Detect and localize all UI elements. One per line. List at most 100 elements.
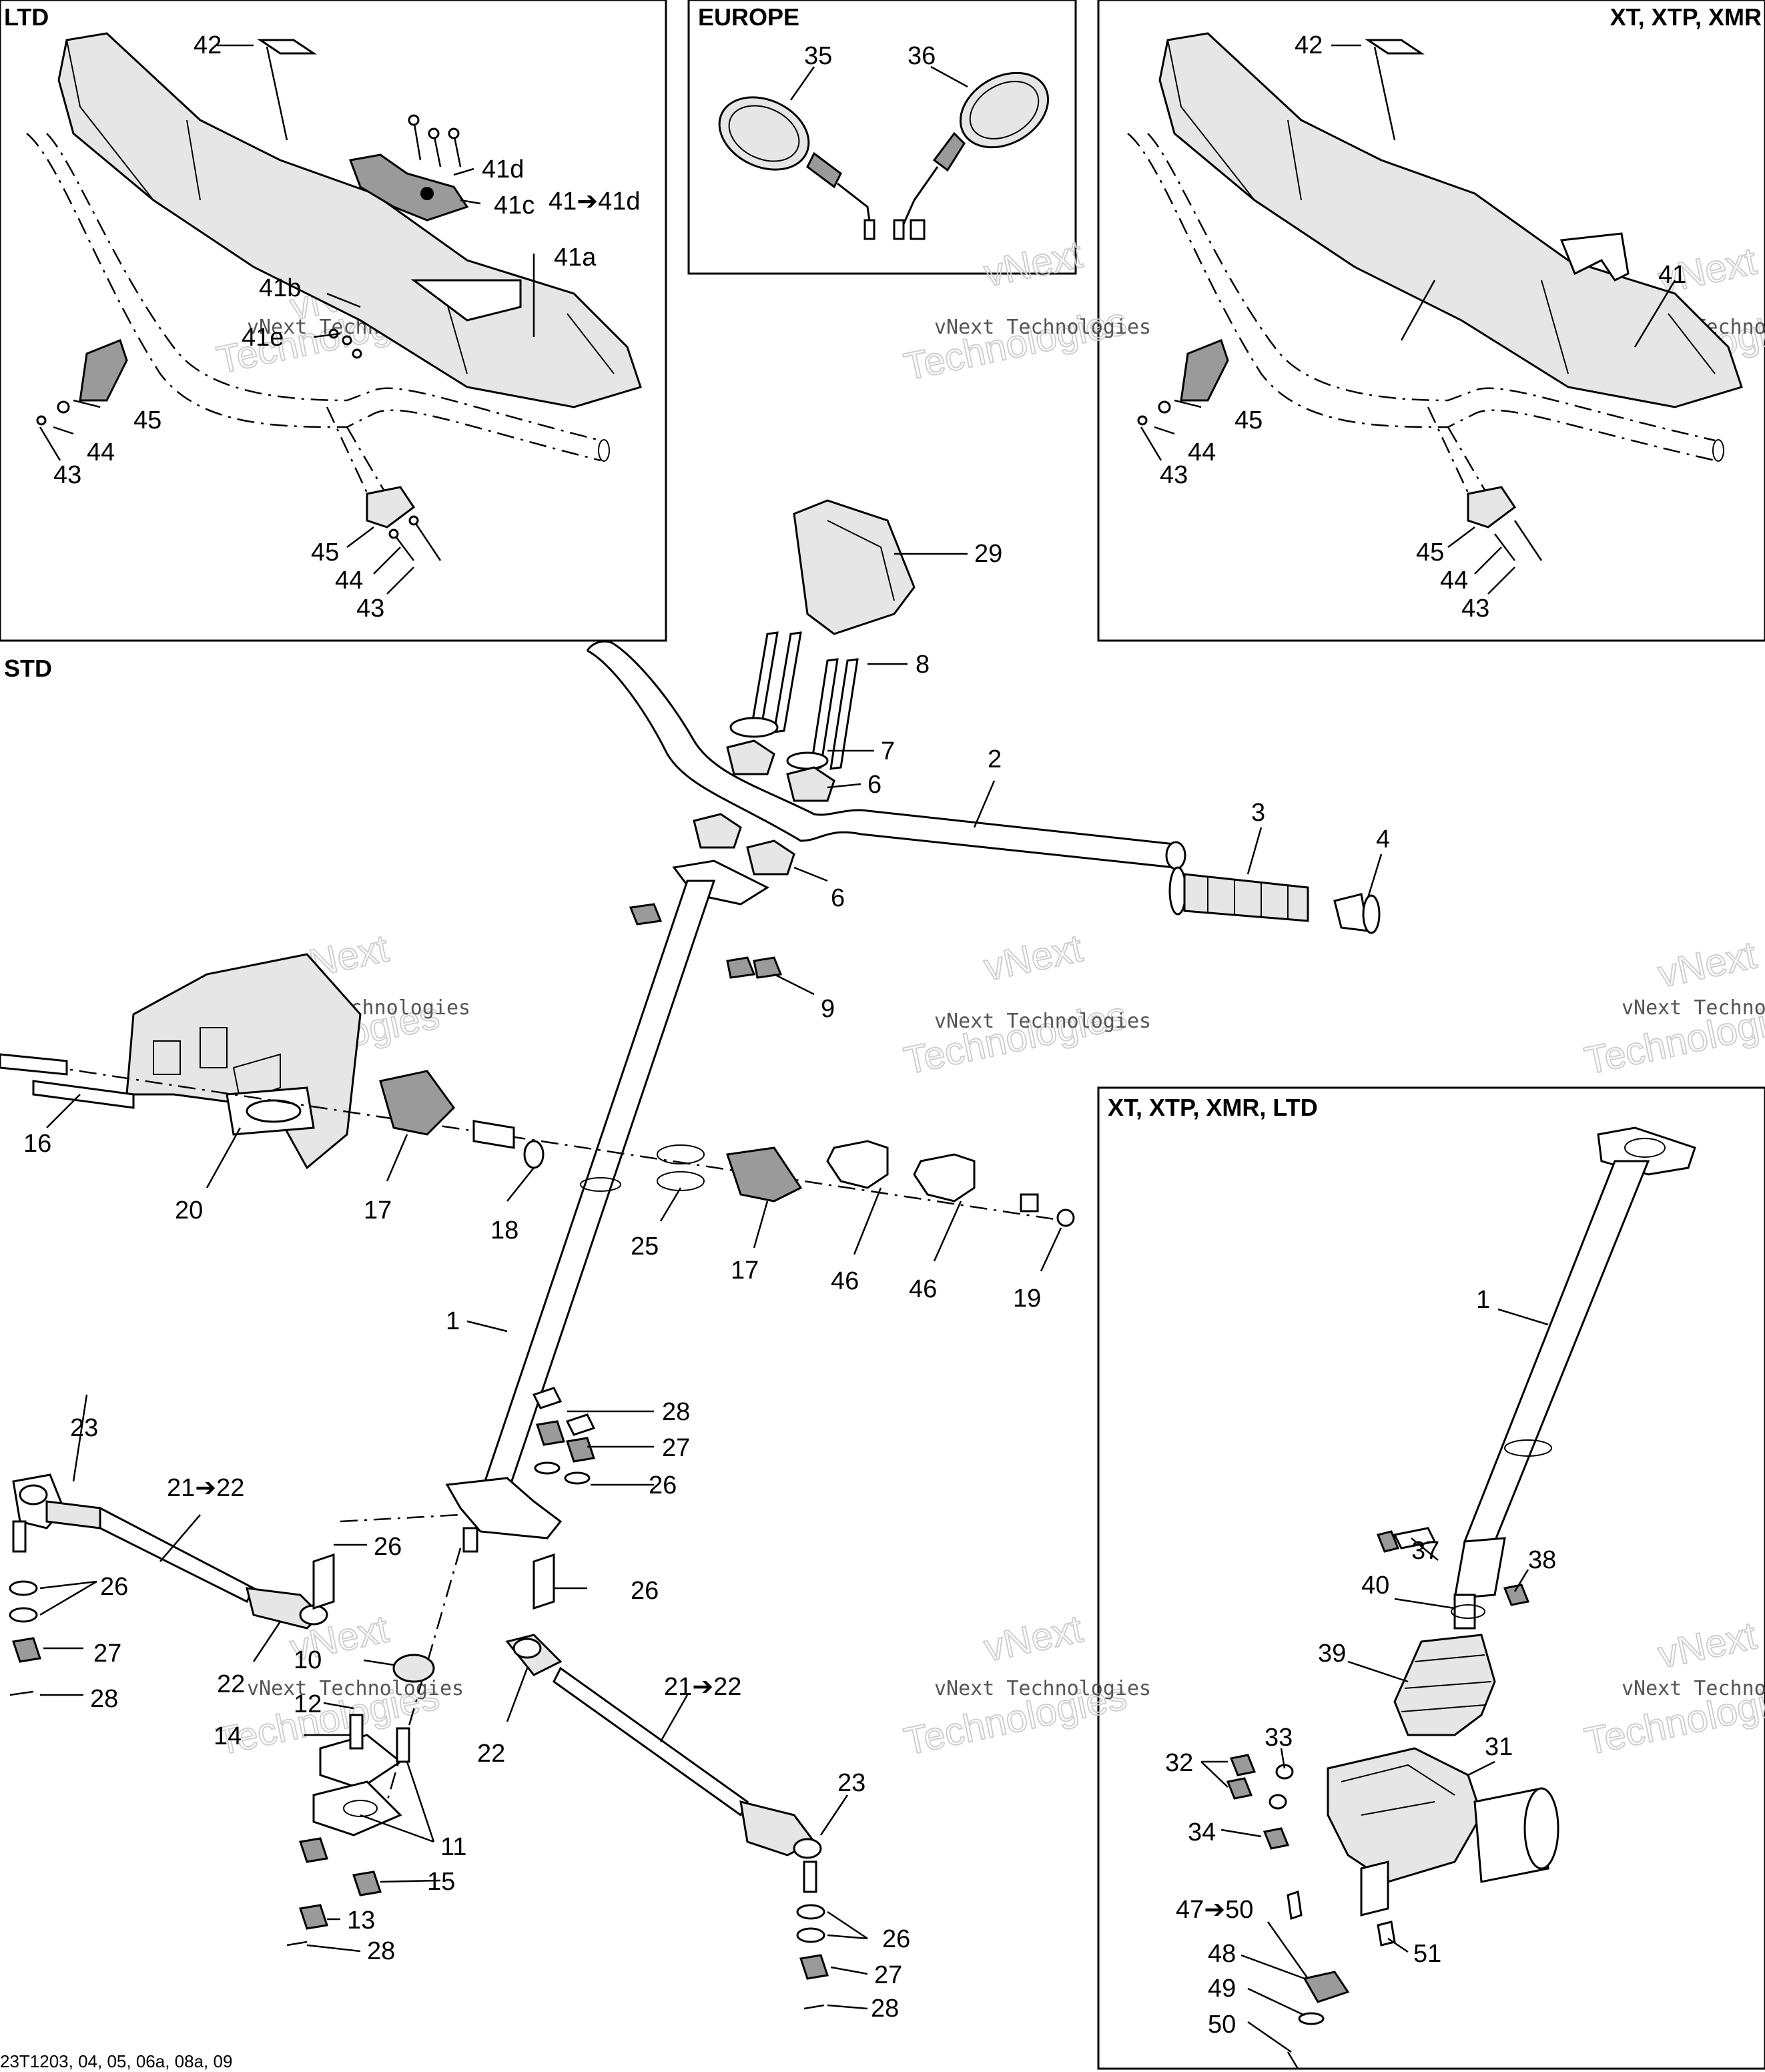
watermark-big: vNext <box>980 1607 1086 1670</box>
callout-7: 7 <box>881 737 895 765</box>
callout-10: 10 <box>294 1646 322 1674</box>
watermark-big: vNext <box>1654 1614 1760 1676</box>
callout-43-xt-upper: 43 <box>1160 461 1188 489</box>
callout-42-xt: 42 <box>1295 31 1323 59</box>
callout-14: 14 <box>214 1722 242 1750</box>
callout-19: 19 <box>1013 1285 1041 1313</box>
watermark-text: vNext Technologies <box>247 1677 464 1700</box>
callout-20: 20 <box>175 1196 203 1225</box>
callout-50: 50 <box>1208 2011 1236 2039</box>
watermark-big: vNext <box>980 232 1086 295</box>
callout-41c: 41c <box>494 192 535 220</box>
callout-28-left: 28 <box>90 1685 118 1713</box>
callout-46-left: 46 <box>831 1267 859 1295</box>
callout-44-ltd-lower: 44 <box>335 567 363 595</box>
callout-46-right: 46 <box>909 1275 937 1303</box>
callout-18: 18 <box>490 1217 518 1245</box>
callout-28-right: 28 <box>871 1995 899 2023</box>
callout-41: 41 <box>1658 261 1686 289</box>
watermark-group: vNext Technologies vNext Technologies vN… <box>212 232 1765 1764</box>
watermark-text: vNext Technologies <box>1622 996 1765 1020</box>
callout-13: 13 <box>347 1907 375 1935</box>
callout-41a: 41a <box>554 244 597 272</box>
callout-15: 15 <box>427 1868 455 1896</box>
callout-37: 37 <box>1411 1537 1439 1565</box>
callout-41e: 41e <box>242 324 284 352</box>
callout-38: 38 <box>1528 1546 1556 1574</box>
watermark-text: vNext Technologies <box>1622 1677 1765 1700</box>
callout-43-ltd-upper: 43 <box>53 461 81 489</box>
callout-43-ltd-lower: 43 <box>356 595 384 623</box>
panel-title-ltd: LTD <box>4 3 49 31</box>
callout-29: 29 <box>974 540 1002 568</box>
panel-ltd-frame <box>0 0 667 642</box>
callout-26-left-arm: 26 <box>374 1533 402 1561</box>
callout-40: 40 <box>1361 1572 1389 1600</box>
callout-25: 25 <box>631 1233 659 1261</box>
callout-43-xt-lower: 43 <box>1461 595 1489 623</box>
callout-34: 34 <box>1188 1818 1216 1846</box>
watermark-text: vNext Technologies <box>934 316 1151 339</box>
callout-41d: 41d <box>482 155 524 184</box>
watermark-big: vNext <box>1654 933 1760 996</box>
callout-6-upper: 6 <box>867 771 881 799</box>
callout-26-column: 26 <box>649 1471 677 1499</box>
callout-31: 31 <box>1485 1733 1513 1761</box>
callout-44-xt-upper: 44 <box>1188 438 1216 466</box>
callout-22-right: 22 <box>477 1740 505 1768</box>
callout-35: 35 <box>804 42 832 70</box>
callout-17-right: 17 <box>731 1257 759 1285</box>
watermark-text: vNext Technologies <box>934 1010 1151 1033</box>
callout-8: 8 <box>916 651 930 679</box>
callout-27-column: 27 <box>662 1434 690 1462</box>
panel-title-std: STD <box>4 655 52 682</box>
callout-21-22-left: 21➔22 <box>167 1474 244 1502</box>
xt-ltd-power-steering-assembly <box>1226 1126 1696 2069</box>
callout-23-left: 23 <box>70 1414 98 1442</box>
callout-39: 39 <box>1318 1640 1346 1668</box>
callout-28-lower: 28 <box>367 1937 395 1965</box>
callout-1-xt: 1 <box>1476 1286 1490 1314</box>
callout-23-right: 23 <box>837 1769 865 1797</box>
panel-title-xt: XT, XTP, XMR <box>1610 3 1762 31</box>
watermark-big: Technologies <box>900 994 1130 1083</box>
callout-36: 36 <box>908 42 936 70</box>
ltd-handguard-assembly <box>26 32 642 561</box>
callout-21-22-right: 21➔22 <box>664 1673 741 1701</box>
callout-17-left: 17 <box>364 1196 392 1225</box>
callout-45-ltd-lower: 45 <box>311 539 339 567</box>
panel-xt-ltd-frame <box>1097 1086 1765 2070</box>
callout-41-range: 41➔41d <box>549 188 641 216</box>
watermark-text: vNext Technologies <box>934 1677 1151 1700</box>
callout-2: 2 <box>988 745 1002 773</box>
callout-41b: 41b <box>259 274 301 302</box>
callout-45-xt-upper: 45 <box>1234 406 1263 434</box>
panel-xt-frame <box>1097 0 1765 642</box>
callout-45-xt-lower: 45 <box>1416 539 1444 567</box>
callout-16: 16 <box>23 1130 51 1158</box>
callout-49: 49 <box>1208 1975 1236 2003</box>
callout-28-column: 28 <box>662 1398 690 1426</box>
panel-title-europe: EUROPE <box>698 3 799 31</box>
callout-48: 48 <box>1208 1940 1236 1968</box>
callout-22-left: 22 <box>217 1670 245 1698</box>
callout-27-right: 27 <box>874 1961 902 1989</box>
callout-6-lower: 6 <box>831 884 845 912</box>
callout-44-ltd-upper: 44 <box>87 438 115 466</box>
watermark-big: Technologies <box>900 300 1130 389</box>
watermark-big: vNext <box>980 926 1086 989</box>
europe-mirrors <box>718 71 1050 240</box>
callout-1-std: 1 <box>446 1307 460 1335</box>
callout-51: 51 <box>1413 1940 1441 1968</box>
callout-26-left: 26 <box>100 1573 128 1601</box>
callout-26-right: 26 <box>882 1925 910 1953</box>
callout-44-xt-lower: 44 <box>1440 567 1468 595</box>
callout-3: 3 <box>1251 799 1265 827</box>
callout-27-left: 27 <box>93 1640 121 1668</box>
panel-title-xt-ltd: XT, XTP, XMR, LTD <box>1108 1094 1318 1121</box>
drawing-code: 23T1203, 04, 05, 06a, 08a, 09 <box>0 2051 232 2071</box>
panel-europe-frame <box>687 0 1077 275</box>
callout-42-ltd: 42 <box>194 31 222 59</box>
callout-9: 9 <box>821 995 835 1023</box>
